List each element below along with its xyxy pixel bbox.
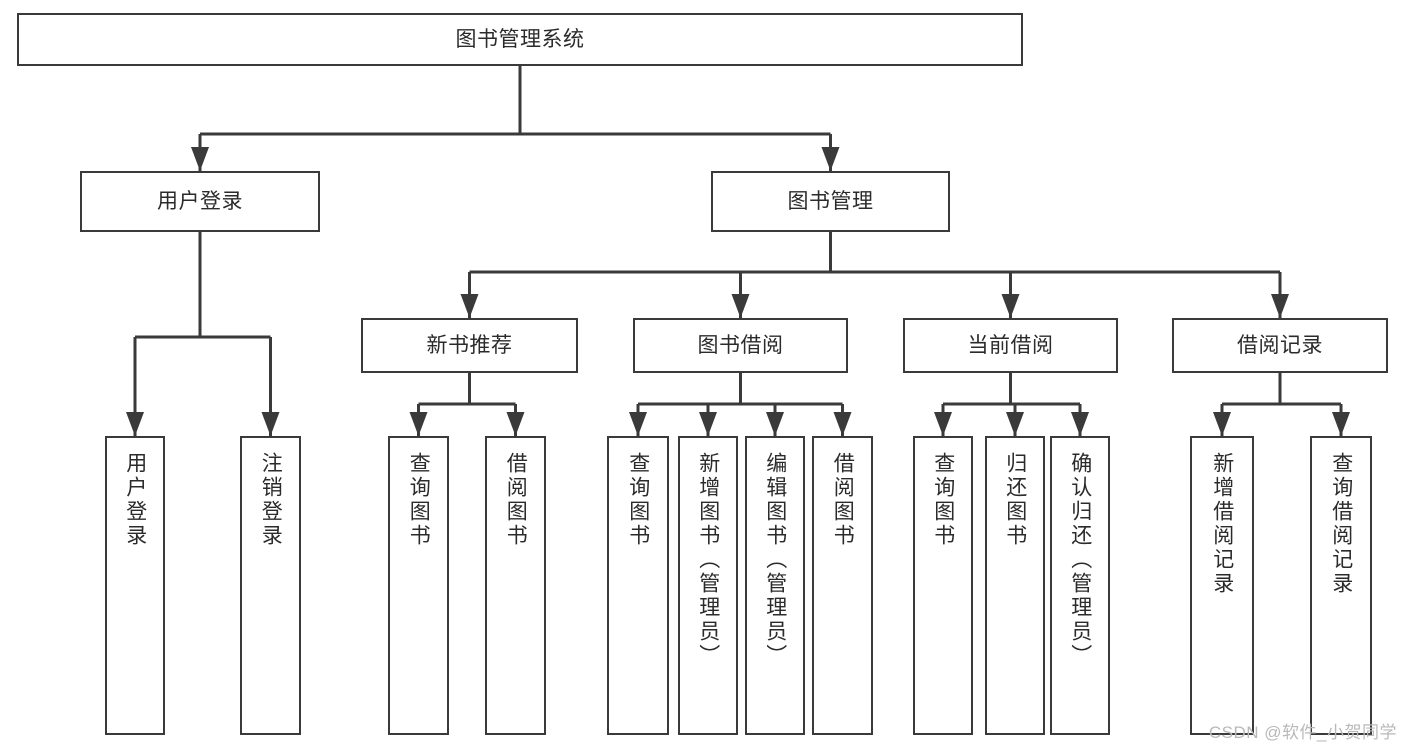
arrow-head-user-login-to-leaf-user-logout: [261, 412, 280, 436]
arrow-head-root-to-user-login: [191, 147, 209, 171]
arrow-head-book-manage-to-borrow-record: [1271, 294, 1289, 318]
node-label-user-login: 用户登录: [157, 189, 243, 213]
node-current-borrow[interactable]: 当前借阅: [903, 318, 1118, 373]
node-label-leaf-query-book-bb: 查询图书: [626, 452, 650, 548]
arrow-head-book-borrow-to-leaf-add-book: [699, 412, 717, 436]
node-leaf-add-book[interactable]: 新增图书（管理员）: [678, 436, 738, 735]
arrow-head-current-borrow-to-leaf-confirm-return: [1071, 412, 1089, 436]
node-label-leaf-edit-book: 编辑图书（管理员）: [763, 452, 787, 668]
node-label-leaf-query-book-rec: 查询图书: [407, 452, 431, 548]
node-label-book-manage: 图书管理: [787, 189, 874, 213]
arrow-head-book-manage-to-current-borrow: [1001, 294, 1020, 318]
node-book-manage[interactable]: 图书管理: [711, 171, 950, 232]
node-label-borrow-record: 借阅记录: [1237, 333, 1323, 357]
watermark: CSDN @软件_小贺同学: [1208, 723, 1397, 742]
node-label-new-book-rec: 新书推荐: [426, 333, 513, 357]
node-leaf-query-book-rec[interactable]: 查询图书: [388, 436, 449, 735]
node-label-root: 图书管理系统: [455, 27, 585, 51]
node-label-leaf-user-logout: 注销登录: [259, 452, 283, 548]
arrow-head-book-manage-to-book-borrow: [731, 294, 750, 318]
node-label-leaf-add-record: 新增借阅记录: [1210, 452, 1234, 596]
node-leaf-borrow-book-bb[interactable]: 借阅图书: [812, 436, 873, 735]
arrow-head-new-book-rec-to-leaf-query-book-rec: [409, 412, 428, 436]
node-label-leaf-return-book: 归还图书: [1003, 452, 1027, 548]
node-leaf-edit-book[interactable]: 编辑图书（管理员）: [745, 436, 805, 735]
node-leaf-query-book-cb[interactable]: 查询图书: [913, 436, 973, 735]
node-book-borrow[interactable]: 图书借阅: [633, 318, 848, 373]
node-borrow-record[interactable]: 借阅记录: [1172, 318, 1388, 373]
node-leaf-return-book[interactable]: 归还图书: [985, 436, 1045, 735]
node-label-leaf-add-book: 新增图书（管理员）: [696, 452, 720, 668]
arrow-head-book-borrow-to-leaf-borrow-book-bb: [833, 412, 852, 436]
node-new-book-rec[interactable]: 新书推荐: [361, 318, 578, 373]
arrow-head-current-borrow-to-leaf-return-book: [1006, 412, 1024, 436]
node-label-leaf-borrow-book-bb: 借阅图书: [831, 452, 855, 548]
arrow-head-new-book-rec-to-leaf-borrow-book-rec: [506, 412, 525, 436]
node-leaf-confirm-return[interactable]: 确认归还（管理员）: [1050, 436, 1110, 735]
arrow-head-root-to-book-manage: [821, 147, 840, 171]
node-label-book-borrow: 图书借阅: [697, 333, 784, 357]
node-label-leaf-user-login: 用户登录: [123, 452, 147, 548]
node-label-leaf-query-record: 查询借阅记录: [1329, 452, 1353, 596]
arrow-head-borrow-record-to-leaf-add-record: [1213, 412, 1231, 436]
arrow-head-user-login-to-leaf-user-login: [126, 412, 144, 436]
node-label-current-borrow: 当前借阅: [967, 333, 1054, 357]
node-user-login[interactable]: 用户登录: [80, 171, 320, 232]
node-leaf-query-book-bb[interactable]: 查询图书: [607, 436, 669, 735]
node-leaf-user-login[interactable]: 用户登录: [105, 436, 165, 735]
node-label-leaf-query-book-cb: 查询图书: [931, 452, 955, 548]
arrow-head-borrow-record-to-leaf-query-record: [1332, 412, 1350, 436]
arrow-head-book-borrow-to-leaf-edit-book: [766, 412, 784, 436]
arrow-head-book-borrow-to-leaf-query-book-bb: [629, 412, 647, 436]
node-root[interactable]: 图书管理系统: [17, 13, 1023, 66]
node-label-leaf-borrow-book-rec: 借阅图书: [504, 452, 528, 548]
node-leaf-borrow-book-rec[interactable]: 借阅图书: [485, 436, 546, 735]
node-label-leaf-confirm-return: 确认归还（管理员）: [1068, 452, 1092, 668]
arrow-head-current-borrow-to-leaf-query-book-cb: [934, 412, 952, 436]
node-leaf-add-record[interactable]: 新增借阅记录: [1190, 436, 1254, 735]
node-leaf-user-logout[interactable]: 注销登录: [240, 436, 301, 735]
arrow-head-book-manage-to-new-book-rec: [460, 294, 479, 318]
node-leaf-query-record[interactable]: 查询借阅记录: [1310, 436, 1372, 735]
